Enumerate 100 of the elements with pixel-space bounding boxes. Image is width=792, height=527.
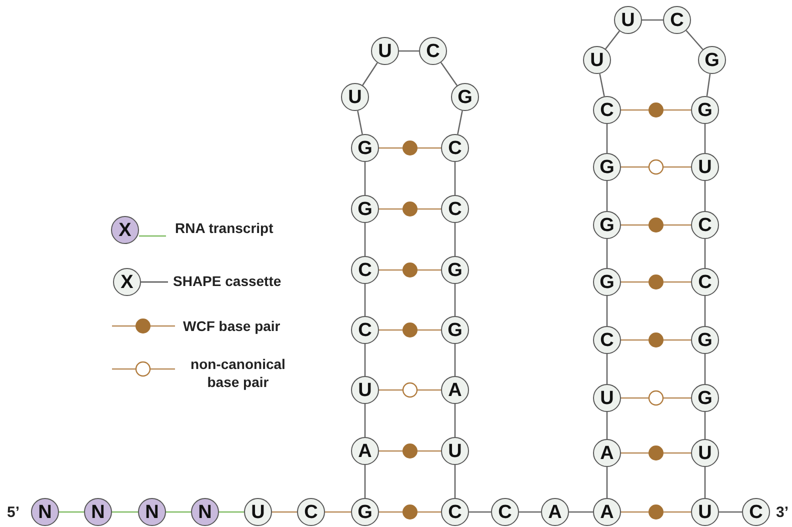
backbone-line <box>704 467 706 498</box>
nucleotide-circle: G <box>593 211 621 239</box>
nucleotide-circle: N <box>31 498 59 526</box>
backbone-line <box>606 124 608 153</box>
backbone-line <box>686 30 704 50</box>
nucleotide-circle: C <box>691 268 719 296</box>
backbone-line <box>606 239 608 268</box>
backbone-line <box>364 344 366 376</box>
nucleotide-circle: A <box>441 376 469 404</box>
base-pair-line <box>379 147 441 149</box>
nucleotide-circle: U <box>371 37 399 65</box>
backbone-line <box>569 511 593 513</box>
nucleotide-circle: U <box>614 6 642 34</box>
backbone-line <box>364 465 366 498</box>
nucleotide-circle: U <box>583 46 611 74</box>
legend-text: WCF base pair <box>183 318 280 336</box>
base-pair-line <box>621 109 691 111</box>
backbone-line <box>364 284 366 316</box>
backbone-line <box>362 62 378 86</box>
backbone-line <box>454 284 456 316</box>
backbone-line <box>454 162 456 195</box>
backbone-line <box>59 511 84 513</box>
backbone-line <box>704 296 706 326</box>
backbone-line <box>519 511 541 513</box>
base-pair-line <box>621 281 691 283</box>
base-pair-line <box>621 397 691 399</box>
backbone-line <box>599 74 605 96</box>
nucleotide-circle: G <box>593 153 621 181</box>
nucleotide-circle: U <box>691 498 719 526</box>
nucleotide-circle: G <box>451 83 479 111</box>
backbone-line <box>719 511 742 513</box>
nucleotide-circle: C <box>441 134 469 162</box>
backbone-line <box>454 404 456 437</box>
nucleotide-circle: G <box>351 134 379 162</box>
backbone-line <box>364 223 366 256</box>
backbone-line <box>272 511 297 513</box>
backbone-line <box>440 62 458 86</box>
nucleotide-circle: G <box>691 384 719 412</box>
backbone-line <box>457 110 463 134</box>
backbone-line <box>606 181 608 211</box>
nucleotide-circle: C <box>691 211 719 239</box>
backbone-line <box>704 412 706 439</box>
nucleotide-circle: U <box>691 153 719 181</box>
nucleotide-circle: G <box>593 268 621 296</box>
base-pair-line <box>621 339 691 341</box>
nucleotide-circle: U <box>341 83 369 111</box>
backbone-line <box>704 124 706 153</box>
backbone-line <box>606 412 608 439</box>
nucleotide-circle: G <box>351 195 379 223</box>
nucleotide-circle: A <box>593 439 621 467</box>
nucleotide-circle: C <box>297 498 325 526</box>
backbone-line <box>704 354 706 384</box>
nucleotide-circle: U <box>244 498 272 526</box>
nucleotide-circle: G <box>691 96 719 124</box>
backbone-line <box>706 74 711 96</box>
nucleotide-circle: U <box>351 376 379 404</box>
nucleotide-circle: A <box>541 498 569 526</box>
strand-end-label: 3’ <box>776 505 789 520</box>
base-pair-line <box>621 511 691 513</box>
nucleotide-circle: C <box>441 195 469 223</box>
base-pair-line <box>379 389 441 391</box>
backbone-line <box>454 344 456 376</box>
nucleotide-circle: N <box>84 498 112 526</box>
nucleotide-circle: G <box>698 46 726 74</box>
base-pair-line <box>621 452 691 454</box>
backbone-line <box>454 465 456 498</box>
nucleotide-circle: C <box>742 498 770 526</box>
nucleotide-circle: C <box>351 316 379 344</box>
backbone-line <box>325 511 351 513</box>
base-pair-line <box>621 224 691 226</box>
backbone-line <box>399 50 419 52</box>
backbone-line <box>704 181 706 211</box>
backbone-line <box>454 223 456 256</box>
legend-text: non-canonical base pair <box>190 356 286 391</box>
backbone-line <box>704 239 706 268</box>
backbone-line <box>166 511 191 513</box>
nucleotide-circle: G <box>351 498 379 526</box>
nucleotide-circle: C <box>441 498 469 526</box>
strand-end-label: 5’ <box>7 505 20 520</box>
backbone-line <box>364 162 366 195</box>
nucleotide-circle: U <box>593 384 621 412</box>
backbone-line <box>112 511 138 513</box>
base-pair-line <box>621 166 691 168</box>
legend-symbol: X <box>113 268 141 296</box>
nucleotide-circle: A <box>351 437 379 465</box>
backbone-line <box>642 19 663 21</box>
nucleotide-circle: C <box>419 37 447 65</box>
backbone-line <box>469 511 491 513</box>
nucleotide-circle: U <box>441 437 469 465</box>
nucleotide-circle: C <box>491 498 519 526</box>
base-pair-line <box>379 511 441 513</box>
nucleotide-circle: C <box>593 326 621 354</box>
nucleotide-circle: G <box>441 256 469 284</box>
nucleotide-circle: U <box>691 439 719 467</box>
backbone-line <box>605 30 620 50</box>
legend-text: RNA transcript <box>175 220 274 238</box>
backbone-line <box>364 404 366 437</box>
base-pair-line <box>379 208 441 210</box>
nucleotide-circle: G <box>441 316 469 344</box>
nucleotide-circle: G <box>691 326 719 354</box>
